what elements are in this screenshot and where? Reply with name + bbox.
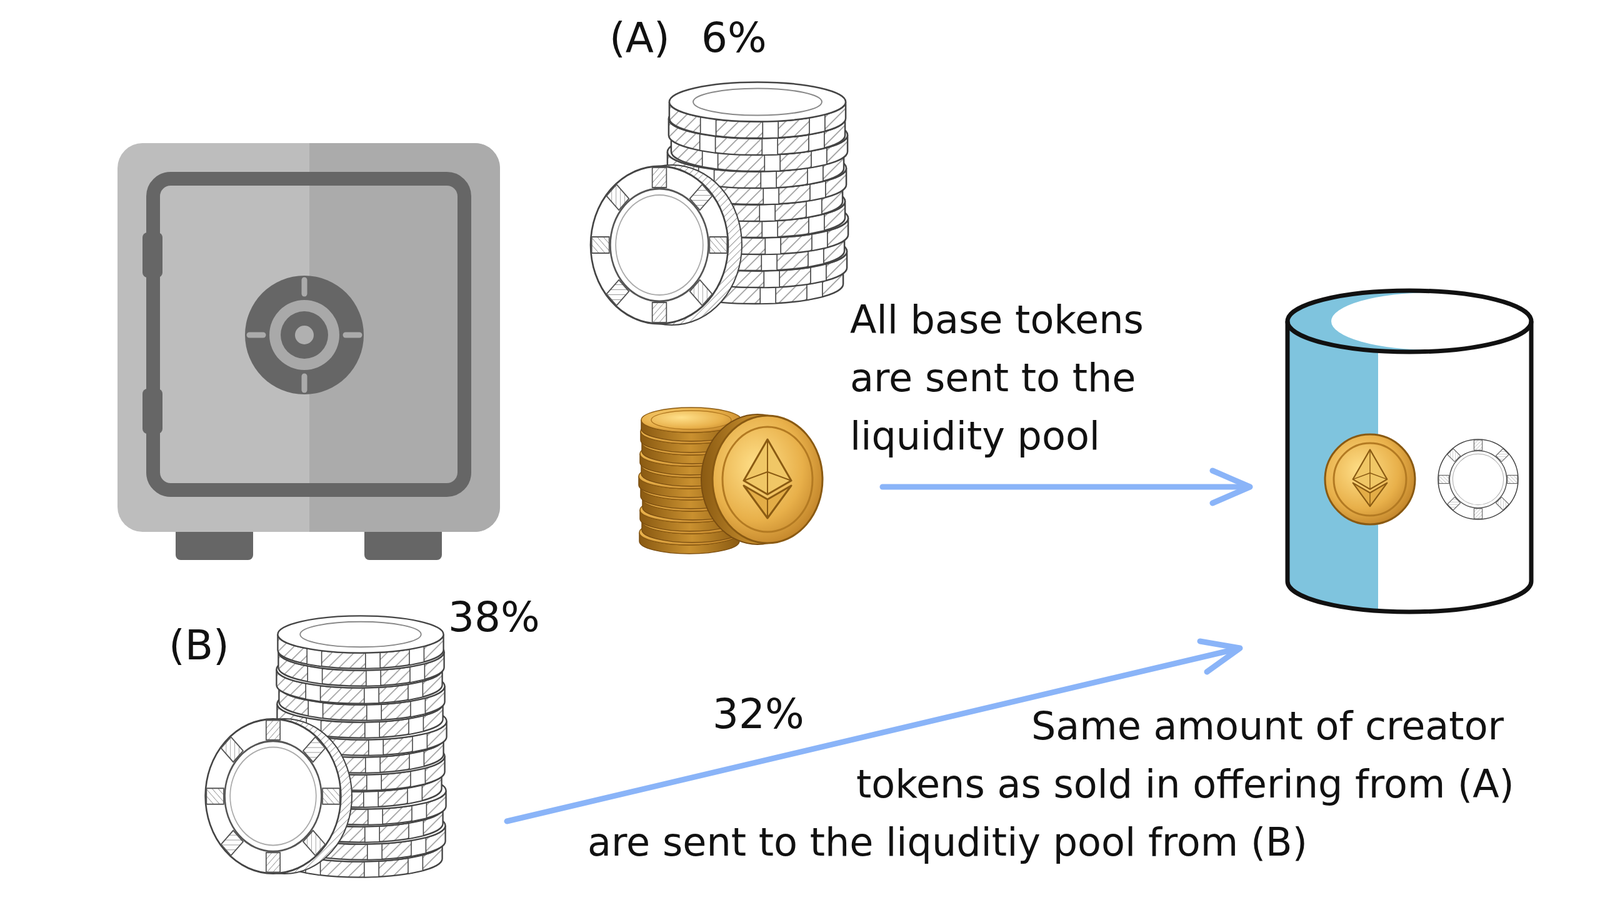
safe-icon (117, 143, 500, 560)
dial-knob (295, 325, 314, 345)
percentage: 6% (701, 17, 767, 59)
wrap-spacer (587, 696, 1032, 755)
text-block: Same amount of creator tokens as sold in… (587, 696, 1585, 872)
safe-hinge (142, 388, 163, 434)
note-text: All base tokens are sent to the liquidit… (850, 296, 1144, 459)
token-stack (205, 615, 447, 877)
eth-coin (1325, 434, 1415, 525)
note-text: Same amount of creator tokens as sold in… (587, 703, 1515, 865)
safe-dial (245, 275, 364, 395)
safe-hinge (142, 232, 163, 278)
group-letter: (B) (168, 625, 230, 667)
eth-coin-stack (638, 407, 823, 554)
dial-ticks (249, 280, 360, 390)
safe-door (153, 178, 465, 490)
text-block: All base tokens are sent to the liquidit… (850, 290, 1207, 465)
percentage: 38% (448, 596, 540, 639)
text-block: 32% (712, 693, 805, 735)
liquidity-pool (1287, 287, 1534, 625)
percentage: 32% (712, 690, 805, 739)
flow-arrow (882, 470, 1250, 504)
dial-center (280, 311, 329, 359)
token-chip (1438, 439, 1519, 520)
token-group: (A) 6% (581, 15, 857, 313)
group-letter: (A) (609, 17, 670, 59)
token-group: (B) 38% (162, 593, 550, 888)
dial-ring (269, 300, 340, 370)
safe-body (117, 143, 500, 532)
token-stack (590, 81, 849, 325)
wrap-spacer (587, 755, 857, 814)
